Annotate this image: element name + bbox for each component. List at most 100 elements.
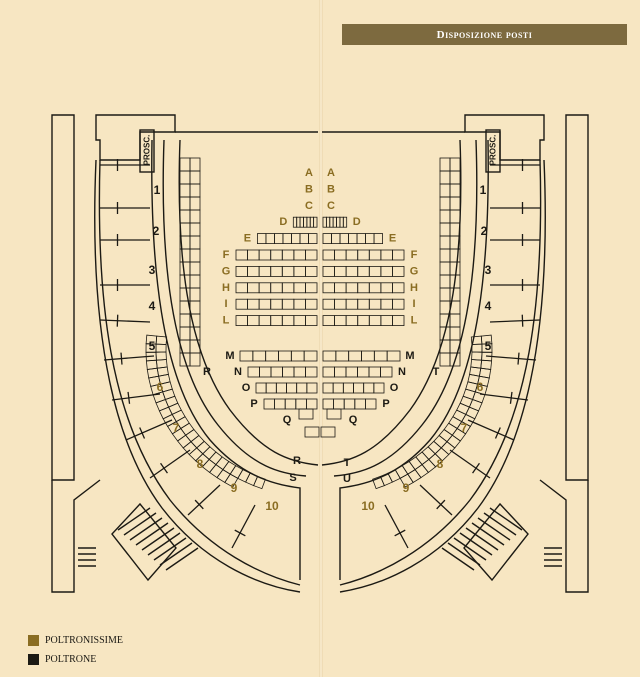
seat bbox=[380, 249, 393, 261]
seat bbox=[335, 350, 350, 362]
seat bbox=[189, 170, 201, 185]
poltrone-swatch bbox=[28, 653, 39, 665]
stair-wall bbox=[539, 479, 589, 593]
seat bbox=[357, 249, 370, 261]
box-number-1: 1 bbox=[480, 183, 487, 197]
seat bbox=[305, 249, 318, 261]
seat bbox=[259, 366, 272, 378]
seat bbox=[468, 398, 483, 412]
seat bbox=[345, 366, 358, 378]
outer-curve bbox=[98, 159, 301, 586]
box-wall bbox=[103, 355, 155, 361]
seat bbox=[189, 248, 201, 263]
row-label-C: C bbox=[327, 200, 335, 212]
seat bbox=[449, 183, 461, 198]
seat bbox=[158, 406, 173, 420]
side-wall bbox=[565, 114, 589, 481]
seat bbox=[281, 315, 295, 327]
seat bbox=[345, 315, 359, 327]
seat bbox=[439, 287, 451, 302]
seat bbox=[303, 216, 308, 228]
seat bbox=[179, 222, 191, 237]
seat bbox=[392, 265, 405, 277]
seat bbox=[313, 216, 318, 228]
seat bbox=[322, 350, 337, 362]
seat bbox=[373, 382, 385, 394]
box-wall bbox=[485, 355, 537, 361]
seat bbox=[373, 350, 388, 362]
seat bbox=[380, 282, 393, 294]
seat bbox=[215, 456, 230, 471]
walls-left bbox=[51, 114, 319, 593]
seat bbox=[189, 352, 201, 367]
seat bbox=[322, 298, 335, 310]
seat bbox=[306, 382, 318, 394]
seat bbox=[299, 216, 304, 228]
seat bbox=[258, 315, 272, 327]
stair-step bbox=[141, 527, 175, 551]
seat bbox=[179, 196, 191, 211]
seat bbox=[414, 464, 429, 479]
stair-step bbox=[465, 527, 499, 551]
box-number-9: 9 bbox=[231, 481, 238, 495]
stair-step bbox=[117, 507, 151, 531]
legend-item-poltronissime: POLTRONISSIME bbox=[28, 632, 123, 648]
seat bbox=[270, 282, 283, 294]
stair-outline bbox=[463, 502, 529, 582]
seat bbox=[449, 222, 461, 237]
seat bbox=[465, 406, 480, 420]
seat bbox=[222, 460, 237, 475]
row-label-L: L bbox=[223, 315, 230, 327]
seat bbox=[354, 398, 366, 410]
box-divider bbox=[120, 352, 123, 365]
seat bbox=[295, 398, 307, 410]
legend-label: POLTRONE bbox=[45, 653, 97, 665]
poltronissime-swatch bbox=[28, 634, 39, 646]
seat bbox=[368, 315, 382, 327]
seat bbox=[345, 282, 359, 294]
stair-step bbox=[153, 537, 187, 561]
seat bbox=[356, 233, 366, 245]
seat bbox=[322, 265, 335, 277]
box-number-8: 8 bbox=[197, 457, 204, 471]
seat bbox=[274, 233, 284, 245]
seat bbox=[257, 233, 267, 245]
seat bbox=[449, 313, 461, 328]
seat bbox=[235, 298, 248, 310]
row-label-I: I bbox=[412, 298, 415, 310]
seat bbox=[415, 451, 430, 466]
seat bbox=[258, 282, 272, 294]
stair-outline bbox=[111, 502, 177, 582]
page-fold bbox=[319, 0, 323, 677]
seat bbox=[235, 315, 248, 327]
seat bbox=[364, 398, 377, 410]
stair-step bbox=[159, 542, 193, 566]
seat bbox=[439, 170, 451, 185]
page-title: Disposizione posti bbox=[342, 24, 627, 45]
seat bbox=[296, 382, 308, 394]
seat bbox=[155, 343, 167, 353]
stair-step bbox=[129, 517, 163, 541]
seat bbox=[439, 235, 451, 250]
seat bbox=[177, 434, 192, 449]
seat bbox=[299, 233, 309, 245]
row-label-N: N bbox=[234, 366, 242, 378]
box-number-6: 6 bbox=[477, 380, 484, 394]
seat bbox=[449, 261, 461, 276]
seat bbox=[421, 458, 437, 473]
row-label-C: C bbox=[305, 200, 313, 212]
box-wall bbox=[231, 504, 256, 549]
stair-step bbox=[441, 547, 475, 571]
box-number-10: 10 bbox=[265, 499, 279, 513]
seat bbox=[155, 398, 170, 412]
seat bbox=[357, 366, 370, 378]
seat bbox=[368, 249, 382, 261]
seat bbox=[201, 458, 217, 473]
seat bbox=[305, 265, 318, 277]
box-number-7: 7 bbox=[461, 421, 468, 435]
seat bbox=[306, 216, 311, 228]
seat bbox=[439, 261, 451, 276]
seat bbox=[265, 350, 279, 362]
row-label-B: B bbox=[305, 183, 313, 195]
seat bbox=[361, 350, 375, 362]
